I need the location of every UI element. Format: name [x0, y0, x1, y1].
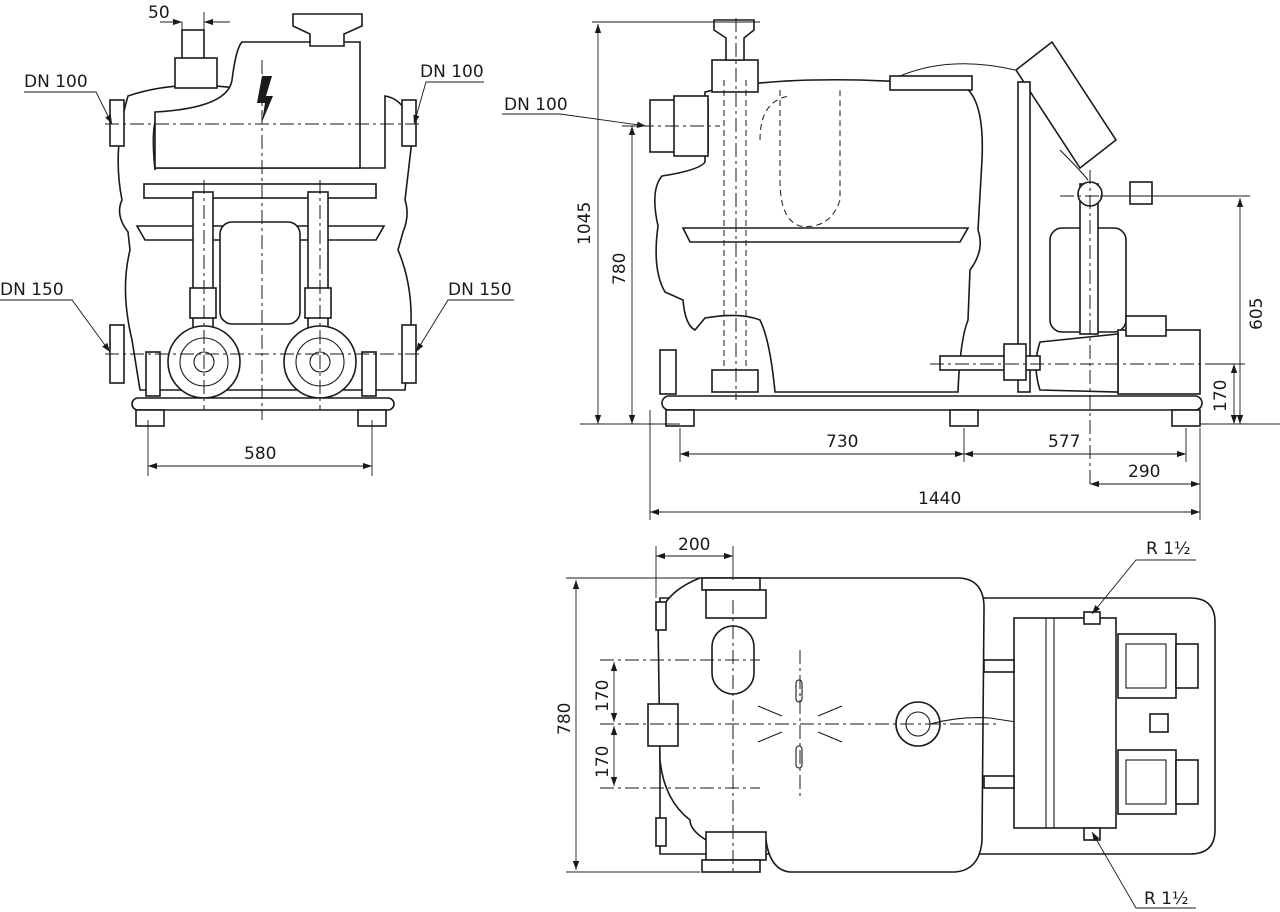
- side-foot-left: [665, 409, 695, 427]
- side-dn-inlet: DN 100: [504, 95, 568, 115]
- side-shelf: [681, 227, 970, 243]
- side-dim-577: 577: [1048, 432, 1080, 452]
- pressure-vessel: [219, 221, 301, 325]
- top-control-block: [1013, 617, 1117, 829]
- left-pump-hub: [193, 351, 215, 373]
- vent-cap: [889, 75, 973, 91]
- front-dn-top-right: DN 100: [420, 62, 484, 82]
- left-valve: [189, 287, 217, 319]
- top-dim-170-upper: 170: [593, 680, 613, 712]
- front-view-dimensions: [0, 12, 514, 476]
- side-pump-coupling: [1003, 343, 1027, 381]
- control-panel: [1014, 40, 1118, 170]
- control-cable: [899, 63, 1089, 181]
- top-dim-170-lower: 170: [593, 746, 613, 778]
- top-inlet-flange: [701, 577, 761, 591]
- top-dim-780: 780: [555, 703, 575, 735]
- side-foot-right: [1171, 409, 1201, 427]
- side-gauge-valve: [1129, 181, 1153, 205]
- left-anchor: [145, 351, 161, 397]
- side-dim-730: 730: [826, 432, 858, 452]
- funnel: [292, 13, 363, 47]
- control-box: [154, 41, 361, 169]
- front-dn-bottom-left: DN 150: [0, 280, 64, 300]
- internal-pipe-hidden: [759, 88, 841, 227]
- top-inlet-pipe: [181, 29, 205, 61]
- side-funnel: [713, 19, 755, 61]
- side-base-frame: [661, 395, 1203, 411]
- base-frame-front: [131, 397, 395, 411]
- side-dim-170: 170: [1211, 380, 1231, 412]
- right-valve: [304, 287, 332, 319]
- collector-pipe: [143, 183, 377, 199]
- side-dim-780: 780: [610, 253, 630, 285]
- top-motor-lower-cap: [1175, 759, 1199, 805]
- top-view: [600, 577, 1216, 873]
- side-foot-mid: [949, 409, 979, 427]
- side-inlet-stub: [647, 703, 679, 747]
- top-view-dimensions: [566, 546, 1196, 909]
- motor-body: [1117, 329, 1201, 395]
- top-thread-r-lower: R 1½: [1144, 889, 1189, 909]
- side-dim-290: 290: [1128, 462, 1160, 482]
- side-dim-1440: 1440: [918, 489, 961, 509]
- left-foot: [135, 409, 165, 427]
- top-inlet-body: [705, 589, 767, 619]
- bottom-inlet-body: [705, 831, 767, 861]
- side-dim-1045: 1045: [575, 202, 595, 245]
- side-view-dimensions: [502, 21, 1280, 520]
- side-riser-column: [1017, 81, 1031, 393]
- top-view-labels: 200 780 170 170 R 1½ R 1½: [555, 535, 1191, 909]
- top-inlet-flange: [174, 57, 218, 89]
- side-dim-605: 605: [1247, 298, 1267, 330]
- front-dim-580: 580: [244, 444, 276, 464]
- front-view-labels: 50 DN 100 DN 100 DN 150 DN 150 580: [0, 3, 512, 464]
- bottom-inlet-flange: [701, 859, 761, 873]
- top-cable: [929, 717, 1017, 725]
- top-motor-upper-cap: [1175, 643, 1199, 689]
- top-dim-200: 200: [678, 535, 710, 555]
- side-bottom-outlet: [711, 369, 759, 393]
- right-anchor: [361, 351, 377, 397]
- front-dn-top-left: DN 100: [24, 72, 88, 92]
- left-upper-flange: [109, 99, 125, 147]
- front-dn-bottom-right: DN 150: [448, 280, 512, 300]
- right-pump-hub: [309, 351, 331, 373]
- side-view-labels: DN 100 1045 780 605 170 730 577 290 1440: [504, 95, 1267, 509]
- side-inlet-pipe: [711, 59, 759, 93]
- front-dim-50: 50: [148, 3, 170, 23]
- front-view: [105, 13, 420, 427]
- motor-terminal: [1125, 315, 1167, 337]
- side-anchor-left: [659, 349, 677, 395]
- high-voltage-icon: [257, 76, 273, 122]
- side-view: [640, 18, 1250, 486]
- pump-housing-side: [1035, 333, 1119, 393]
- top-thread-r-upper: R 1½: [1146, 539, 1191, 559]
